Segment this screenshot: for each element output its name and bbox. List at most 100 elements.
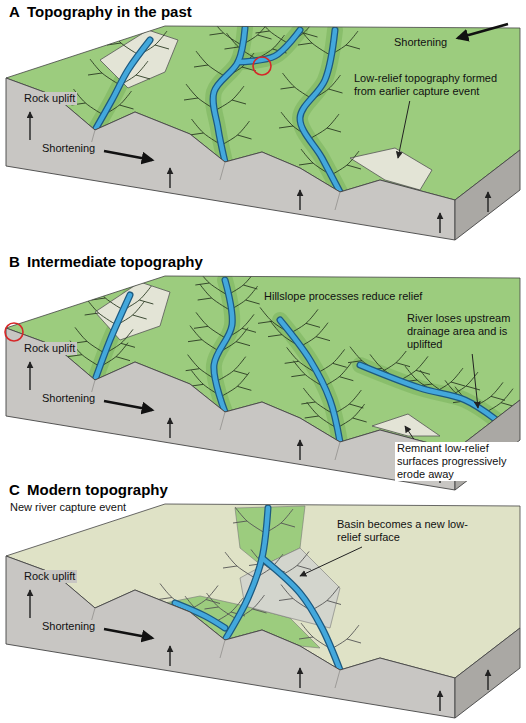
tributary [121,343,135,347]
tributary [337,404,365,428]
tributary [491,396,505,400]
tributary [205,607,219,609]
river-outline [213,28,245,162]
tributary [206,600,220,604]
tributary [339,377,353,381]
callout-label: Basin becomes a new low-relief surface [335,518,470,544]
tributary [198,298,212,300]
tributary [299,163,313,165]
river [238,30,300,62]
tributary [116,357,130,361]
tributary [74,89,104,115]
uplift-arrow [29,590,30,618]
tributary [238,135,252,139]
label-anchor: B [8,253,21,271]
tributary [451,382,465,386]
tributary [242,328,256,332]
label-anchor: Low-relief topography formed from earlie… [352,72,517,98]
tributary [90,59,120,85]
capture-point-circle [253,57,271,75]
tributary [305,416,319,418]
shortening-arrow [458,24,508,38]
callout-label: Shortening [40,142,97,155]
label-anchor: New river capture event [8,501,128,514]
uplift-arrow [487,192,488,212]
label-anchor: Rock uplift [22,342,77,355]
label-anchor: Modern topography [26,481,169,499]
uplift-arrow [299,440,300,460]
tributary [316,337,330,341]
panel-title: Intermediate topography [26,253,204,271]
tributary [353,418,367,422]
tributary [256,31,270,33]
block-panel [5,269,520,490]
river-outline [225,508,268,640]
front-face [6,328,455,490]
tributary [311,587,339,611]
leader-line [472,354,478,408]
shortening-arrow [104,401,152,410]
front-face [6,78,455,240]
tributary [246,300,260,304]
side-face [455,150,520,240]
tributary [188,340,202,342]
tributary [333,390,361,414]
tributary [133,315,147,319]
panel-title: Topography in the past [26,3,193,21]
callout-label: Hillslope processes reduce relief [262,290,424,303]
label-anchor: Remnant low-relief surfaces progressivel… [395,442,520,481]
callout-label: New river capture event [8,501,128,514]
label-anchor: Shortening [40,620,97,633]
tributary [279,126,293,128]
tributary [139,300,153,304]
tributary [212,19,242,45]
label-anchor: Basin becomes a new low-relief surface [335,518,470,544]
tributary [475,382,503,406]
uplift-arrow [169,646,170,666]
panel-title: C [8,481,21,499]
tributary [158,598,172,600]
label-anchor: Shortening [392,36,449,49]
tributary [349,404,363,408]
tributary [232,100,246,104]
tributary [194,65,208,67]
tributary [196,312,226,338]
callout-label: Shortening [40,620,97,633]
tributary [281,523,295,527]
tributary [237,386,251,390]
valley-notch [335,192,340,210]
uplift-arrow [169,168,170,188]
uplift-arrow [169,418,170,438]
tributary [331,151,359,175]
capture-point-circle [5,323,23,341]
valley-shading [213,28,245,162]
low-relief-surface [95,282,170,340]
tributary [225,47,239,49]
tributary [290,309,318,333]
valley-notch [335,670,340,688]
tributary [329,89,343,93]
river [225,508,268,640]
callout-label: Shortening [392,36,449,49]
uplift-arrow [29,112,30,140]
label-anchor: Shortening [40,392,97,405]
uplift-arrow [299,668,300,688]
tributary [300,29,330,55]
callout-label: Shortening [40,392,97,405]
tributary [331,625,359,649]
uplift-arrow [487,670,488,690]
tributary [109,29,139,55]
callout-label: Remnant low-relief surfaces progressivel… [395,442,520,481]
tributary [258,35,272,39]
label-anchor: Topography in the past [26,3,193,21]
tributary [235,507,265,533]
tributary [268,335,282,337]
tributary [186,369,200,371]
tributary [222,121,250,145]
tributary [435,368,463,392]
uplift-arrow [439,213,440,233]
tributary [306,323,320,327]
valley-notch [335,442,340,460]
leader-line [300,547,362,576]
